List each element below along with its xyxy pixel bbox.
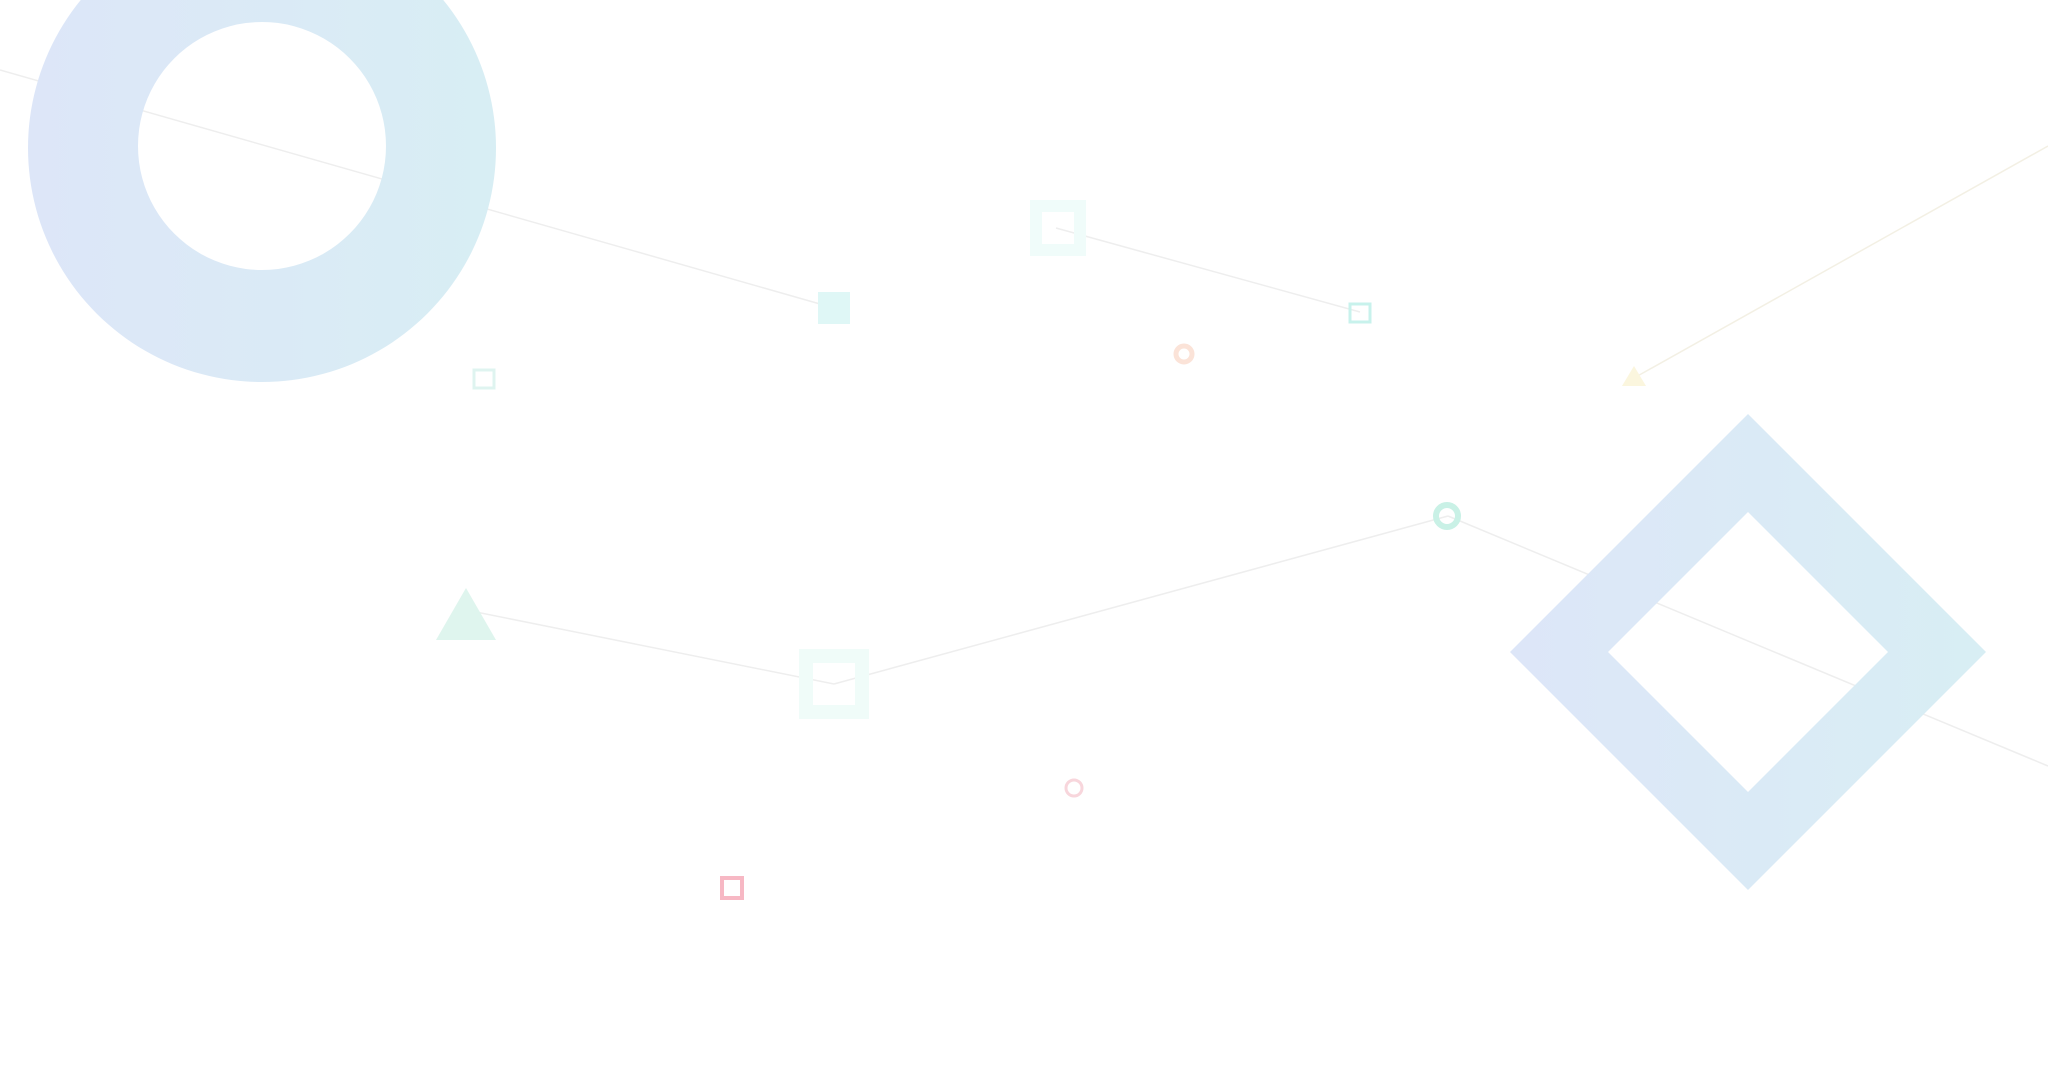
triangle-icon (436, 588, 496, 640)
large-ring-icon (28, 0, 497, 382)
circle-outline-icon (1173, 343, 1195, 365)
square-filled-icon (818, 292, 850, 324)
connector-line-icon (833, 515, 1449, 685)
large-diamond-outline-icon (1510, 414, 1986, 890)
square-outline-icon (720, 876, 744, 900)
square-outline-icon (472, 368, 496, 390)
circle-outline-icon (1064, 778, 1084, 798)
connector-line-icon (1447, 515, 2048, 767)
triangle-icon (1622, 366, 1646, 386)
connector-line-icon (1055, 227, 1361, 313)
square-outline-icon (799, 649, 869, 719)
connector-line-icon (465, 609, 835, 685)
connector-lines (0, 69, 2048, 767)
square-outline-icon (1030, 200, 1086, 256)
circle-outline-icon (1433, 502, 1461, 530)
square-outline-icon (1348, 302, 1372, 324)
connector-line-icon (1633, 145, 2048, 379)
